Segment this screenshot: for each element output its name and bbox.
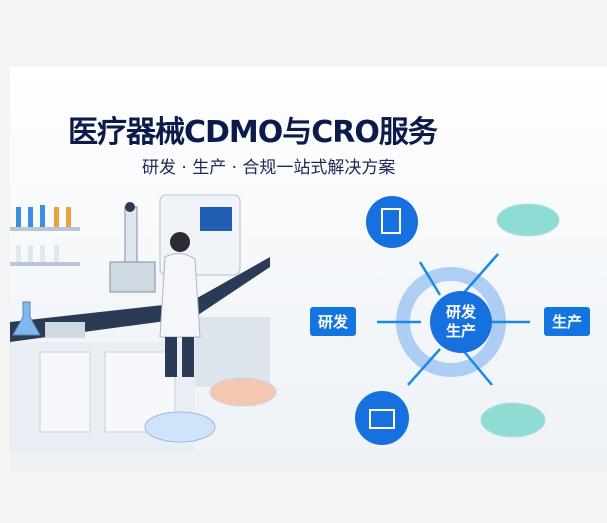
page-subtitle: 研发 · 生产 · 合规一站式解决方案 <box>142 158 396 178</box>
center-node: 研发 生产 <box>430 291 492 353</box>
petri-dish-icon <box>496 203 560 237</box>
petri-dish <box>144 411 216 443</box>
illustration <box>10 194 560 452</box>
page-title: 医疗器械CDMO与CRO服务 <box>68 115 438 150</box>
device-box-icon <box>355 391 409 445</box>
lab-bench <box>10 257 270 452</box>
scientist <box>159 232 201 377</box>
center-label-1: 研发 <box>445 303 476 321</box>
flask <box>12 301 85 338</box>
microscope <box>109 202 156 293</box>
center-label-2: 生产 <box>445 322 476 340</box>
rd-label: 研发 <box>310 307 357 336</box>
petri-dish <box>209 377 277 407</box>
petri-dish-icon <box>480 402 546 438</box>
clipboard-icon <box>366 196 418 248</box>
production-label: 生产 <box>544 307 591 336</box>
test-tube-rack <box>10 205 80 266</box>
banner: 医疗器械CDMO与CRO服务 研发 · 生产 · 合规一站式解决方案 研发 生产… <box>10 67 607 472</box>
